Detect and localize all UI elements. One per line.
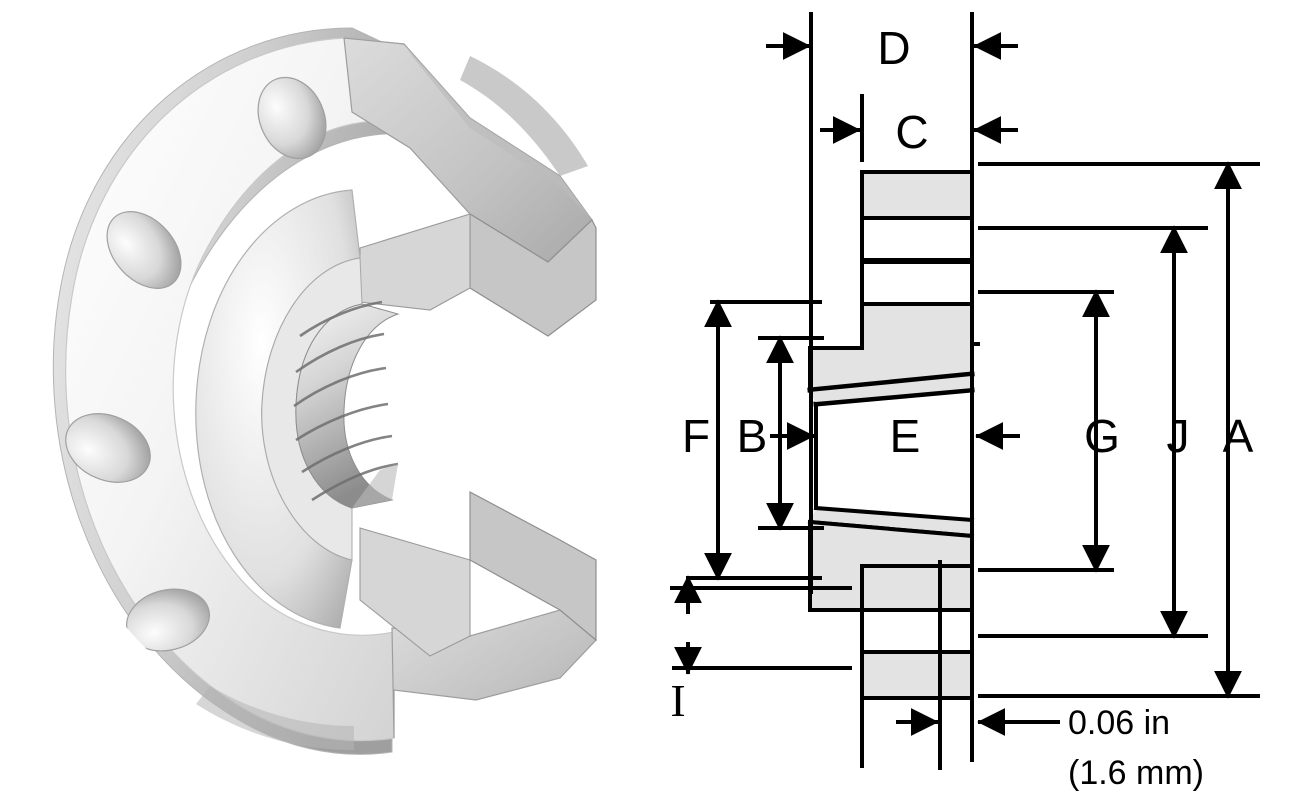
dimension-labels: D C F B E G J A I bbox=[670, 22, 1253, 726]
label-A: A bbox=[1223, 410, 1254, 462]
dim-B bbox=[758, 335, 824, 531]
label-B: B bbox=[737, 410, 768, 462]
cross-section-drawing: D C F B E G J A I 0.06 in (1.6 mm) bbox=[650, 0, 1300, 800]
dim-G bbox=[978, 289, 1114, 573]
label-I: I bbox=[670, 675, 685, 726]
flange-body bbox=[52, 27, 597, 755]
label-E: E bbox=[890, 410, 921, 462]
raised-face-callout: 0.06 in (1.6 mm) bbox=[1068, 704, 1204, 792]
dim-F bbox=[688, 299, 822, 581]
bolt-hole-3 bbox=[106, 211, 182, 289]
label-C: C bbox=[895, 106, 928, 158]
render-svg bbox=[52, 27, 597, 755]
label-G: G bbox=[1084, 410, 1120, 462]
render-shading bbox=[196, 56, 588, 750]
label-J: J bbox=[1167, 410, 1190, 462]
drawing-svg: D C F B E G J A I 0.06 in (1.6 mm) bbox=[670, 12, 1260, 792]
dim-I bbox=[670, 575, 852, 675]
label-D: D bbox=[877, 22, 910, 74]
bolt-holes bbox=[65, 76, 327, 652]
tapered-internal-threads bbox=[293, 300, 400, 509]
callout-line-1: 0.06 in bbox=[1068, 704, 1170, 742]
dim-A bbox=[978, 161, 1260, 699]
flange-3d-render bbox=[52, 27, 597, 755]
tapered-thread-upper bbox=[807, 371, 975, 407]
bolt-hole-1 bbox=[257, 76, 327, 160]
label-F: F bbox=[682, 410, 710, 462]
section-outline-lower bbox=[860, 564, 974, 700]
callout-line-2: (1.6 mm) bbox=[1068, 754, 1204, 792]
bolt-hole-4 bbox=[65, 413, 151, 483]
dim-J bbox=[978, 225, 1208, 639]
